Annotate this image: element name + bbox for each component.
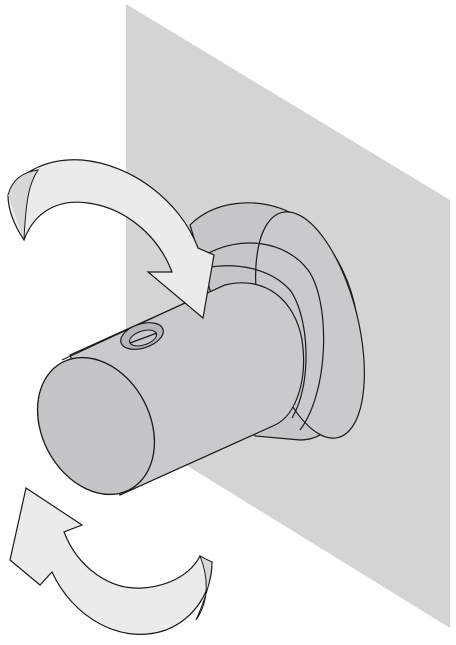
knob-front-face [36, 356, 156, 496]
set-screw-icon [120, 322, 164, 350]
flange-step [204, 242, 325, 431]
knob-body [36, 282, 305, 496]
arrow-fold [195, 554, 213, 621]
curved-arrow-clockwise-icon [7, 159, 215, 320]
arrow-fold [7, 169, 40, 241]
flange-step-inner [204, 265, 307, 419]
curved-arrow-counterclockwise-icon [9, 487, 213, 635]
